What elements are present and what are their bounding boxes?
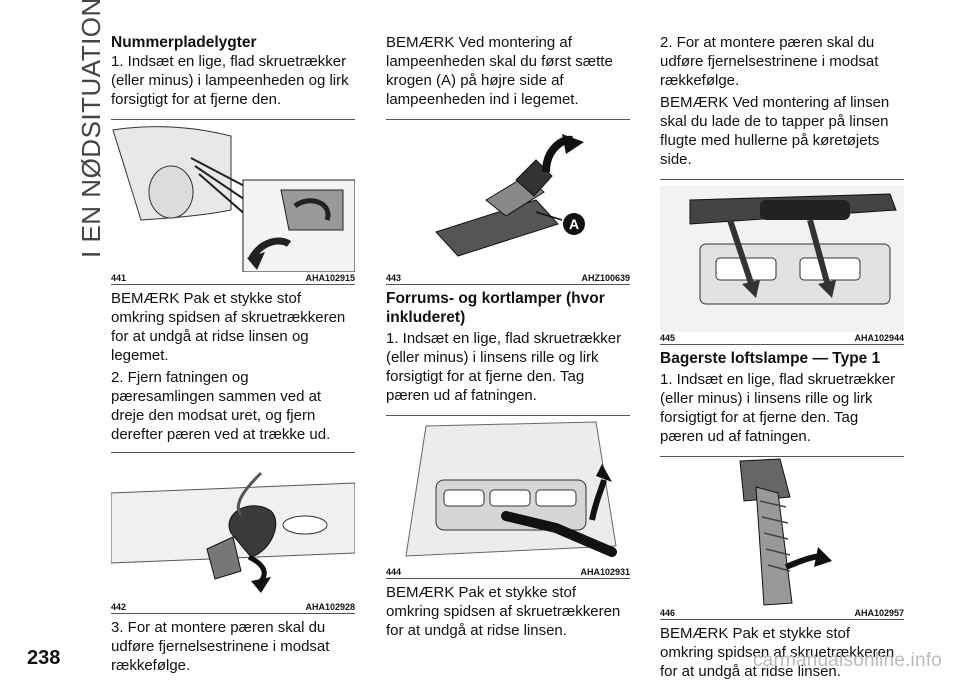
watermark: carmanualsonline.info xyxy=(752,650,942,671)
section-side-title: I EN NØDSITUATION xyxy=(52,0,106,258)
col1-step-3: 3. For at montere pæren skal du udføre f… xyxy=(111,619,330,674)
figure-443: A xyxy=(386,120,630,272)
col2-note-install: BEMÆRK Ved montering af lampeenheden ska… xyxy=(386,34,613,108)
figure-caption-445: 445 AHA102944 xyxy=(660,332,904,344)
figure-caption-443: 443 AHZ100639 xyxy=(386,272,630,284)
column-3: 2. For at montere pæren skal du udføre f… xyxy=(660,33,904,681)
rule xyxy=(386,578,630,579)
illustration-map-lamp xyxy=(405,421,617,557)
side-title-text: I EN NØDSITUATION xyxy=(76,0,106,258)
figure-446 xyxy=(660,457,904,607)
figure-caption-442: 442 AHA102928 xyxy=(111,601,355,613)
figure-caption-441: 441 AHA102915 xyxy=(111,272,355,284)
rule xyxy=(386,119,630,120)
rule xyxy=(660,344,904,345)
figure-code: AHA102915 xyxy=(305,273,355,283)
rule xyxy=(386,284,630,285)
figure-441 xyxy=(111,120,355,272)
figure-code: AHA102944 xyxy=(854,333,904,343)
figure-number: 446 xyxy=(660,608,676,618)
figure-442 xyxy=(111,453,355,601)
figure-code: AHA102957 xyxy=(854,608,904,618)
column-1: Nummerpladelygter 1. Indsæt en lige, fla… xyxy=(111,33,355,675)
figure-number: 444 xyxy=(386,567,402,577)
figure-444 xyxy=(386,416,630,566)
col1-step-1: 1. Indsæt en lige, flad skruetrækker (el… xyxy=(111,53,349,108)
heading-front-map-lamps: Forrums- og kortlamper (hvor inkluderet) xyxy=(386,290,605,326)
figure-code: AHA102928 xyxy=(305,602,355,612)
col2-step-1: 1. Indsæt en lige, flad skruetrækker (el… xyxy=(386,330,622,404)
illustration-bulb-socket xyxy=(111,471,355,593)
rule xyxy=(660,619,904,620)
rule xyxy=(660,179,904,180)
col3-note-install: BEMÆRK Ved montering af linsen skal du l… xyxy=(660,94,890,168)
heading-rear-dome-lamp: Bagerste loftslampe — Type 1 xyxy=(660,350,881,367)
figure-number: 442 xyxy=(111,602,127,612)
rule xyxy=(111,613,355,614)
col3-step-1: 1. Indsæt en lige, flad skruetrækker (el… xyxy=(660,371,896,445)
col1-step-2: 2. Fjern fatningen og pæresamlingen samm… xyxy=(111,369,331,443)
figure-number: 441 xyxy=(111,273,127,283)
callout-a-circle xyxy=(563,213,585,235)
figure-code: AHA102931 xyxy=(580,567,630,577)
figure-caption-444: 444 AHA102931 xyxy=(386,566,630,578)
illustration-mirror-lamp xyxy=(660,186,904,332)
col3-step-2: 2. For at montere pæren skal du udføre f… xyxy=(660,34,879,89)
figure-caption-446: 446 AHA102957 xyxy=(660,607,904,619)
rule xyxy=(111,452,355,453)
figure-445 xyxy=(660,180,904,332)
rule xyxy=(111,119,355,120)
illustration-lamp-hook: A xyxy=(435,134,585,257)
rule xyxy=(386,415,630,416)
column-2: BEMÆRK Ved montering af lampeenheden ska… xyxy=(386,33,630,640)
col1-note: BEMÆRK Pak et stykke stof omkring spidse… xyxy=(111,290,346,364)
figure-code: AHZ100639 xyxy=(581,273,630,283)
heading-license-plate-lamps: Nummerpladelygter xyxy=(111,34,257,51)
figure-number: 445 xyxy=(660,333,676,343)
illustration-license-lamp xyxy=(112,126,355,272)
page-number: 238 xyxy=(27,647,61,669)
illustration-dome-lamp xyxy=(739,458,832,606)
callout-a-label: A xyxy=(569,216,579,232)
figure-number: 443 xyxy=(386,273,402,283)
col3-note: BEMÆRK Pak et stykke stof omkring spidse… xyxy=(660,625,895,680)
col2-note: BEMÆRK Pak et stykke stof omkring spidse… xyxy=(386,584,621,639)
rule xyxy=(660,456,904,457)
rule xyxy=(111,284,355,285)
